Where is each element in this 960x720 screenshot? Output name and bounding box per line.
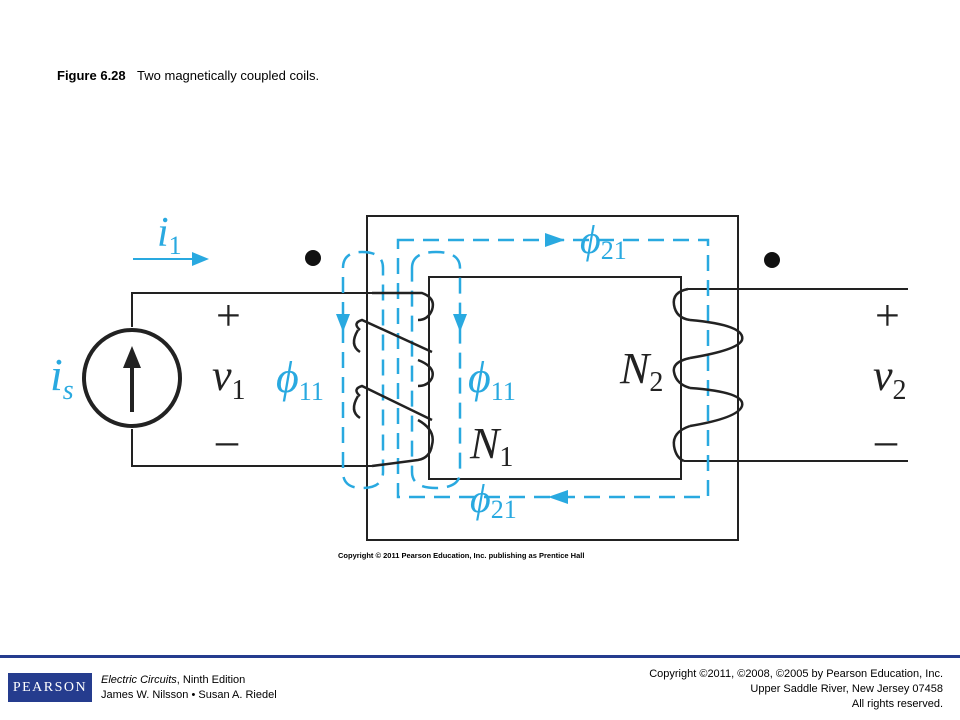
- current-arrow: [133, 252, 209, 266]
- footer-divider: [0, 655, 960, 658]
- flux-paths: [341, 238, 710, 499]
- flux-phi21-path: [396, 238, 710, 499]
- publisher-copyright: Copyright ©2011, ©2008, ©2005 by Pearson…: [649, 667, 943, 712]
- pub-line-3: All rights reserved.: [851, 698, 943, 710]
- flux-phi11-left-path: [341, 250, 385, 490]
- phi21-top-label: ϕ21: [580, 217, 627, 265]
- right-circuit-wires: [684, 288, 908, 462]
- v2-label: v2: [873, 351, 907, 406]
- flux-arrows: [336, 233, 568, 504]
- current-label: i1: [157, 210, 182, 260]
- pub-line-2: Upper Saddle River, New Jersey 07458: [750, 683, 943, 695]
- v2-plus-sign: +: [875, 291, 900, 340]
- magnetic-core: [366, 215, 739, 541]
- polarity-dot-2: [764, 252, 780, 268]
- n1-label: N1: [469, 419, 513, 473]
- book-authors: James W. Nilsson • Susan A. Riedel: [101, 689, 277, 701]
- source-label: is: [50, 349, 74, 406]
- figure-copyright: Copyright © 2011 Pearson Education, Inc.…: [338, 551, 585, 560]
- figure-caption: Figure 6.28 Two magnetically coupled coi…: [57, 68, 319, 83]
- pub-line-1: Copyright ©2011, ©2008, ©2005 by Pearson…: [649, 668, 943, 680]
- polarity-dot-1: [305, 250, 321, 266]
- flux-phi11-right-path: [410, 250, 462, 490]
- v1-label: v1: [212, 351, 246, 406]
- book-title: Electric Circuits: [101, 674, 177, 686]
- v1-minus-sign: –: [215, 416, 239, 465]
- v1-plus-sign: +: [216, 291, 241, 340]
- book-info: Electric Circuits, Ninth Edition James W…: [101, 673, 277, 703]
- n2-label: N2: [619, 344, 663, 398]
- phi21-bottom-label: ϕ21: [470, 476, 517, 524]
- coupled-coils-diagram: i1 is v1 v2 ϕ11 ϕ11 ϕ21 ϕ21 N1 N2 + – + …: [50, 210, 908, 541]
- coil-n2: [672, 287, 744, 463]
- coil-n1: [352, 291, 435, 468]
- figure-number: Figure 6.28: [57, 68, 126, 83]
- figure-title: Two magnetically coupled coils.: [137, 68, 320, 83]
- phi11-right-label: ϕ11: [468, 353, 516, 406]
- current-source-symbol: [82, 328, 182, 428]
- book-edition: , Ninth Edition: [176, 674, 246, 686]
- phi11-left-label: ϕ11: [276, 353, 324, 406]
- left-circuit-wires: [131, 292, 372, 467]
- pearson-logo: PEARSON: [8, 673, 92, 702]
- v2-minus-sign: –: [874, 416, 898, 465]
